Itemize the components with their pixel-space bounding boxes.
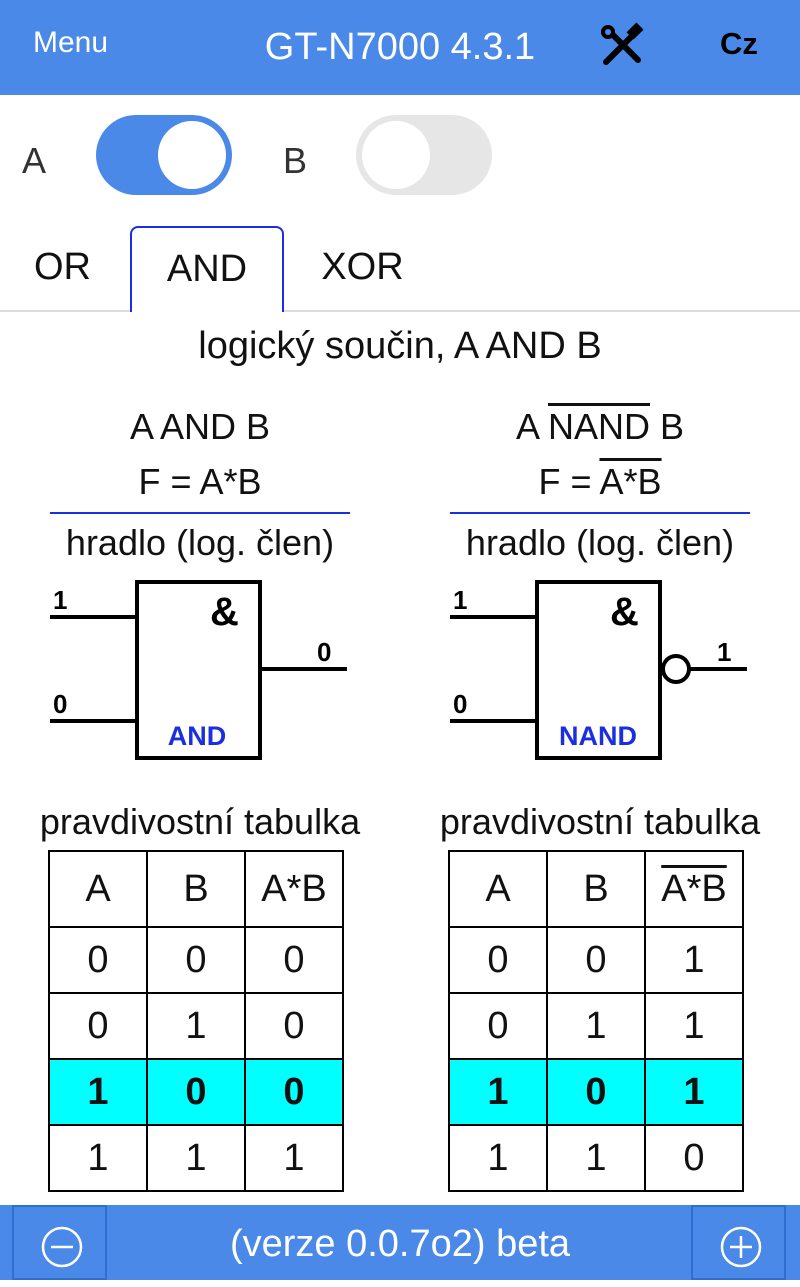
nand-gate-output: 1 [717,637,731,667]
zoom-out-icon [41,1226,83,1268]
app-footer: (verze 0.0.7o2) beta [0,1205,800,1280]
table-cell: 1 [146,1124,246,1192]
nand-formula-value: A*B [599,461,662,502]
toggle-a-knob [158,121,226,189]
table-row-highlighted: 1 0 0 [48,1058,344,1126]
menu-button[interactable]: Menu [33,26,109,59]
app-title: GT-N7000 4.3.1 [264,26,536,68]
and-gate-output: 0 [317,637,331,667]
nand-expression: A NAND B [450,406,750,448]
nand-expression-op: NAND [548,406,651,447]
page-subtitle: logický součin, A AND B [198,325,602,367]
table-cell: 0 [146,926,246,994]
table-header-row: A B A*B [448,850,744,928]
version-label: (verze 0.0.7o2) beta [229,1223,571,1265]
and-formula-prefix: F = [138,461,200,502]
table-cell: 1 [546,1124,646,1192]
table-cell: 1 [644,926,744,994]
table-row: 0 1 0 [48,992,344,1060]
table-row: 0 0 0 [48,926,344,994]
and-divider [50,512,350,514]
zoom-out-button[interactable] [12,1205,107,1280]
nand-gate-input-2: 0 [453,689,467,719]
gate-tabs: OR AND XOR [0,226,800,312]
table-cell: 0 [146,1058,246,1126]
table-cell: 1 [546,992,646,1060]
table-cell: 0 [448,992,548,1060]
and-truth-table-title: pravdivostní tabulka [39,801,361,842]
and-formula: F = A*B [50,461,350,503]
toggle-b-switch[interactable] [356,115,492,195]
toggle-a-label: A [22,140,47,181]
toggle-a-switch[interactable] [96,115,232,195]
nand-divider [450,512,750,514]
table-cell: 0 [546,926,646,994]
and-truth-table: A B A*B 0 0 0 0 1 0 1 0 0 1 1 1 [48,850,344,1192]
and-gate-title: hradlo (log. člen) [65,522,335,563]
nand-formula: F = A*B [450,461,750,503]
and-gate-symbol: & [210,590,239,634]
table-cell: 0 [448,926,548,994]
nand-truth-table: A B A*B 0 0 1 0 1 1 1 0 1 1 1 0 [448,850,744,1192]
table-header-b: B [146,850,246,928]
nand-expression-b: B [650,406,685,447]
table-cell: 1 [48,1058,148,1126]
and-expression: A AND B [129,406,271,447]
nand-gate-input-1: 1 [453,585,467,615]
nand-expression-a: A [515,406,548,447]
table-cell: 0 [48,926,148,994]
table-cell: 1 [644,992,744,1060]
table-cell: 1 [448,1124,548,1192]
table-cell: 0 [48,992,148,1060]
table-row: 0 1 1 [448,992,744,1060]
table-cell: 1 [448,1058,548,1126]
nand-gate-title: hradlo (log. člen) [465,522,735,563]
table-cell: 1 [644,1058,744,1126]
table-row-highlighted: 1 0 1 [448,1058,744,1126]
table-row: 1 1 0 [448,1124,744,1192]
nand-gate-name: NAND [559,721,637,751]
table-row: 0 0 1 [448,926,744,994]
nand-formula-prefix: F = [538,461,600,502]
nand-truth-table-title: pravdivostní tabulka [439,801,761,842]
table-header-result: A*B [644,850,744,928]
table-cell: 0 [644,1124,744,1192]
table-header-result: A*B [244,850,344,928]
table-cell: 0 [244,1058,344,1126]
toggle-b-label: B [283,140,308,181]
and-formula-value: A*B [199,461,262,502]
language-button[interactable]: Cz [720,26,758,61]
table-cell: 1 [146,992,246,1060]
toggle-b-knob [362,121,430,189]
and-gate-diagram: 1 0 0 & AND [50,580,347,760]
tools-icon[interactable] [598,22,646,70]
nand-gate-symbol: & [610,590,639,634]
and-gate-input-1: 1 [53,585,67,615]
table-header-a: A [448,850,548,928]
table-cell: 1 [244,1124,344,1192]
tab-or[interactable]: OR [34,246,91,288]
zoom-in-button[interactable] [691,1205,786,1280]
table-header-b: B [546,850,646,928]
table-cell: 1 [48,1124,148,1192]
table-cell: 0 [244,992,344,1060]
tab-xor[interactable]: XOR [321,246,404,288]
table-cell: 0 [244,926,344,994]
and-gate-input-2: 0 [53,689,67,719]
table-row: 1 1 1 [48,1124,344,1192]
and-gate-name: AND [168,721,227,751]
table-cell: 0 [546,1058,646,1126]
table-header-a: A [48,850,148,928]
zoom-in-icon [720,1226,762,1268]
nand-gate-diagram: 1 0 1 & NAND [450,580,747,760]
app-header: Menu GT-N7000 4.3.1 Cz [0,0,800,95]
tab-and[interactable]: AND [130,226,284,312]
table-header-row: A B A*B [48,850,344,928]
